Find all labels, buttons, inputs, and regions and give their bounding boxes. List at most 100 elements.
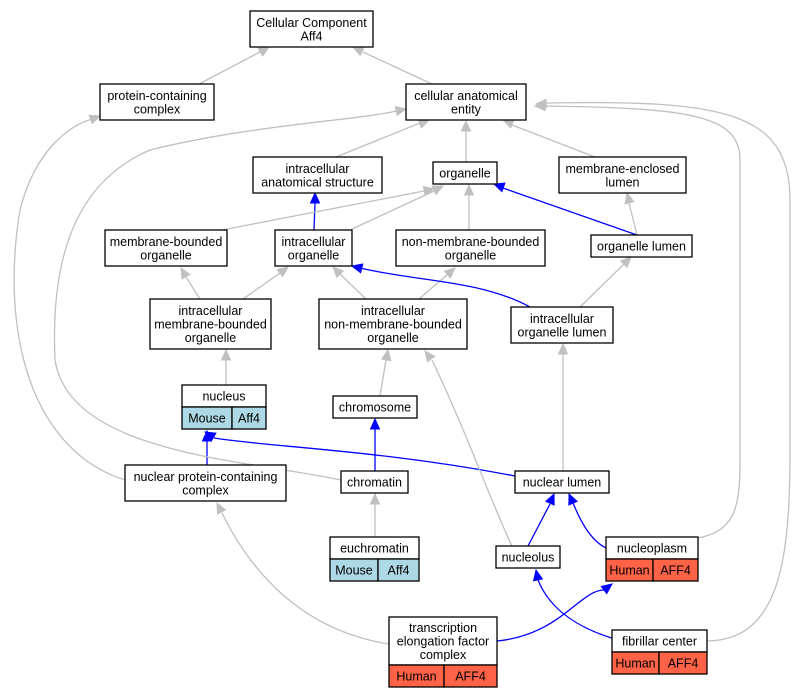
gene-cell [443,664,498,688]
edge-inmbo-to-nmbo [418,267,456,300]
node-box [104,229,228,267]
node-label: chromosome [339,401,411,415]
edge-line [349,190,435,231]
arrowhead [501,118,515,129]
node-label: membrane-enclosed [566,162,680,176]
edge-line [496,589,605,642]
edge-chromatin-to-chromosome [369,417,381,471]
node-label: intracellular [282,235,346,249]
species-label: Human [396,670,436,684]
node-label: transcription [409,621,477,635]
arrowhead [463,183,475,196]
edge-imbo-to-mbo [180,266,201,300]
edge-line [362,51,433,85]
node-box [558,156,687,194]
node-label: lumen [605,175,639,189]
node-label: organelle lumen [518,325,607,339]
arrowhead [203,431,217,442]
species-label: Human [609,564,649,578]
node-chromosome[interactable]: chromosome [332,395,418,419]
arrowhead [276,266,289,278]
node-box [432,161,498,185]
arrowhead [424,350,436,363]
arrowhead [619,256,632,269]
edge-organelle-to-cae [460,119,472,162]
edge-line [545,101,791,642]
edge-line [579,263,625,308]
edge-line [527,503,551,547]
node-label: nucleus [202,390,245,404]
edge-io-to-ias [309,191,321,231]
node-box [388,616,498,666]
gene-label: AFF4 [660,564,691,578]
species-label: Mouse [188,412,226,426]
arrowhead [369,492,381,505]
arrowhead [309,191,321,204]
edge-line [511,124,596,158]
node-box [99,83,215,121]
edge-tefc-to-npc [216,501,390,645]
edge-nl-to-iol [557,342,569,471]
edge-cae-to-root [351,46,433,85]
edge-ias-to-cae [335,118,431,158]
node-label: organelle [367,331,418,345]
edge-line [537,579,623,642]
arrowhead [351,46,365,57]
node-label: nuclear protein-containing [134,470,278,484]
edge-chromatin-to-cae [53,105,408,481]
node-box [149,298,272,350]
arrowhead [417,118,431,129]
edge-inmbo-to-io [332,266,367,300]
arrowhead [180,266,191,280]
edge-mbo-to-organelle [221,185,436,231]
node-label: intracellular [179,304,243,318]
node-label: organelle lumen [597,240,686,254]
node-box [395,229,546,267]
node-label: fibrillar center [622,635,697,649]
edge-line [572,502,607,549]
arrowhead [220,348,232,361]
node-label: nucleolus [502,551,555,565]
node-inmbo[interactable]: intracellularnon-membrane-boundedorganel… [318,298,468,350]
edge-line [53,110,397,481]
node-ol[interactable]: organelle lumen [590,234,693,258]
arrowhead [532,568,544,582]
node-nl[interactable]: nuclear lumen [514,470,610,494]
node-label: organelle [140,248,191,262]
node-label: intracellular [361,304,425,318]
edge-line [213,437,516,477]
arrowhead [544,492,555,506]
node-chromatin[interactable]: chromatin [340,470,409,494]
edge-tefc-to-nucleoplasm [496,583,613,642]
edge-nucleus-to-imbo [220,348,232,385]
gene-cell [652,558,699,582]
edge-fc-to-cae [534,98,791,642]
edge-line [379,359,387,397]
arrowhead [492,182,506,193]
arrowhead [534,98,547,110]
node-box [124,464,287,502]
node-nucleolus[interactable]: nucleolus [495,545,561,569]
node-organelle[interactable]: organelle [432,161,498,185]
edge-line [198,51,261,85]
node-box [514,470,610,494]
node-label: Aff4 [300,29,322,43]
node-label: euchromatin [340,542,409,556]
